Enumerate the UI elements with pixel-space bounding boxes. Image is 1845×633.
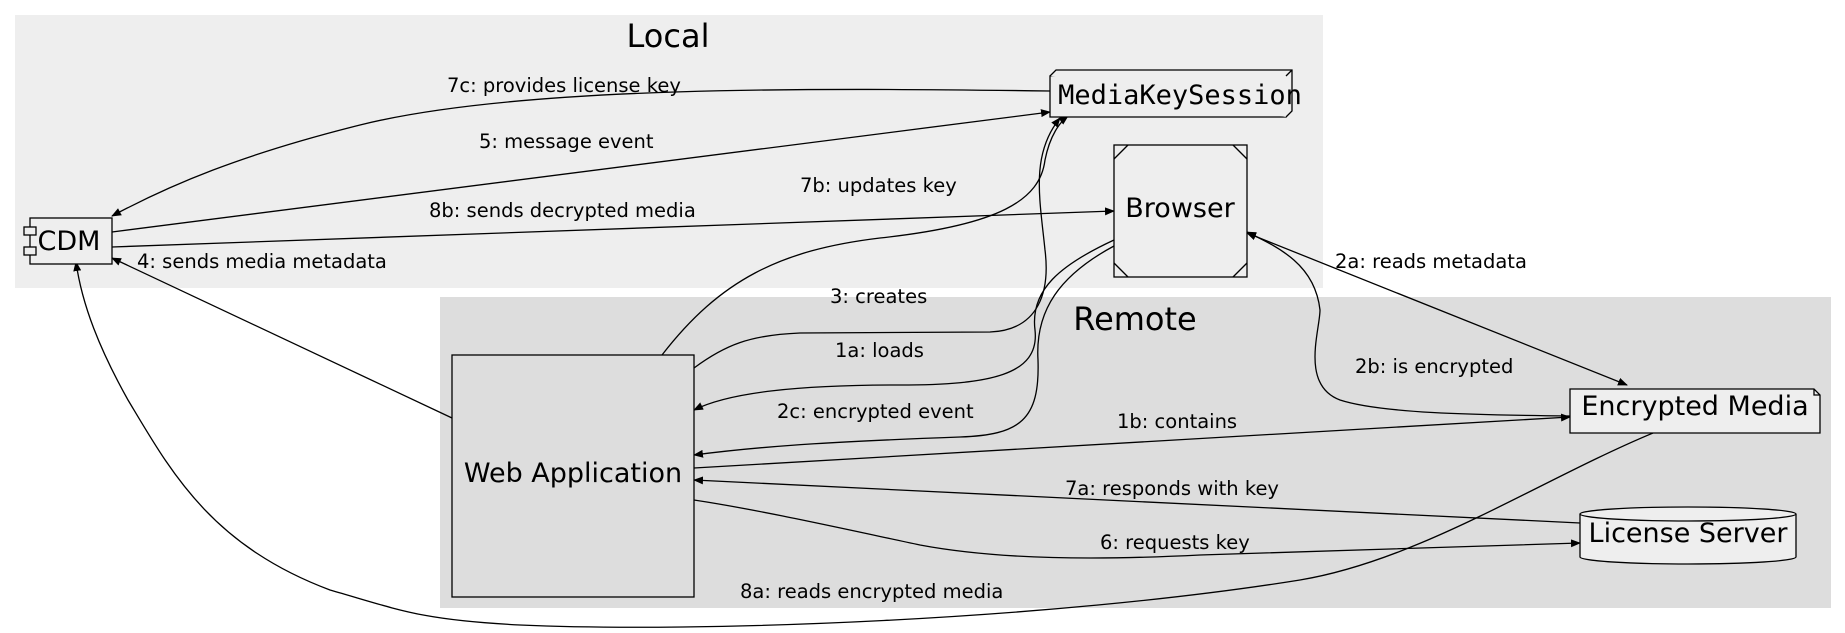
edge-label-8a: 8a: reads encrypted media (740, 580, 1003, 603)
edge-label-3: 3: creates (830, 285, 927, 308)
edge-7c (111, 88, 1051, 217)
edge-label-7b: 7b: updates key (800, 174, 957, 197)
node-media-key-session[interactable]: MediaKeySession (1049, 69, 1302, 118)
node-browser-label: Browser (1125, 193, 1235, 224)
node-license-server[interactable]: License Server (1579, 506, 1797, 565)
edge-6 (693, 499, 1581, 559)
edge-label-1b: 1b: contains (1117, 410, 1237, 433)
node-web-application-label: Web Application (464, 458, 682, 489)
edge-label-2b: 2b: is encrypted (1355, 355, 1513, 378)
edge-2a (1246, 232, 1628, 386)
edge-1b (693, 413, 1571, 469)
edge-1a (693, 239, 1115, 411)
edge-label-2c: 2c: encrypted event (777, 400, 974, 423)
edges (73, 88, 1654, 628)
edge-3 (693, 117, 1061, 369)
edge-label-7c: 7c: provides license key (447, 74, 681, 97)
edge-labels: 7c: provides license key 5: message even… (137, 74, 1527, 603)
edge-label-8b: 8b: sends decrypted media (429, 199, 696, 222)
edge-2b (1246, 231, 1571, 417)
edge-8a (73, 261, 1654, 628)
edge-label-2a: 2a: reads metadata (1335, 250, 1527, 273)
node-encrypted-media-label: Encrypted Media (1581, 391, 1808, 422)
node-license-server-label: License Server (1589, 518, 1789, 549)
edge-7b (661, 115, 1069, 356)
edge-4 (111, 257, 453, 419)
edge-label-5: 5: message event (479, 130, 654, 153)
edge-label-6: 6: requests key (1100, 531, 1250, 554)
cluster-remote-label: Remote (1073, 300, 1196, 338)
edge-label-1a: 1a: loads (835, 339, 924, 362)
edge-7a (693, 476, 1581, 524)
node-cdm-label: CDM (38, 226, 101, 257)
node-cdm[interactable]: CDM (23, 217, 113, 265)
node-encrypted-media[interactable]: Encrypted Media (1569, 388, 1821, 434)
edge-label-7a: 7a: responds with key (1065, 477, 1279, 500)
edge-label-4: 4: sends media metadata (137, 250, 387, 273)
edge-5 (111, 109, 1051, 233)
node-media-key-session-label: MediaKeySession (1058, 80, 1302, 111)
edge-2c (693, 245, 1115, 458)
cluster-local-label: Local (627, 17, 710, 55)
node-browser[interactable]: Browser (1113, 144, 1248, 278)
edge-8b (111, 207, 1115, 248)
node-web-application[interactable]: Web Application (451, 354, 695, 598)
